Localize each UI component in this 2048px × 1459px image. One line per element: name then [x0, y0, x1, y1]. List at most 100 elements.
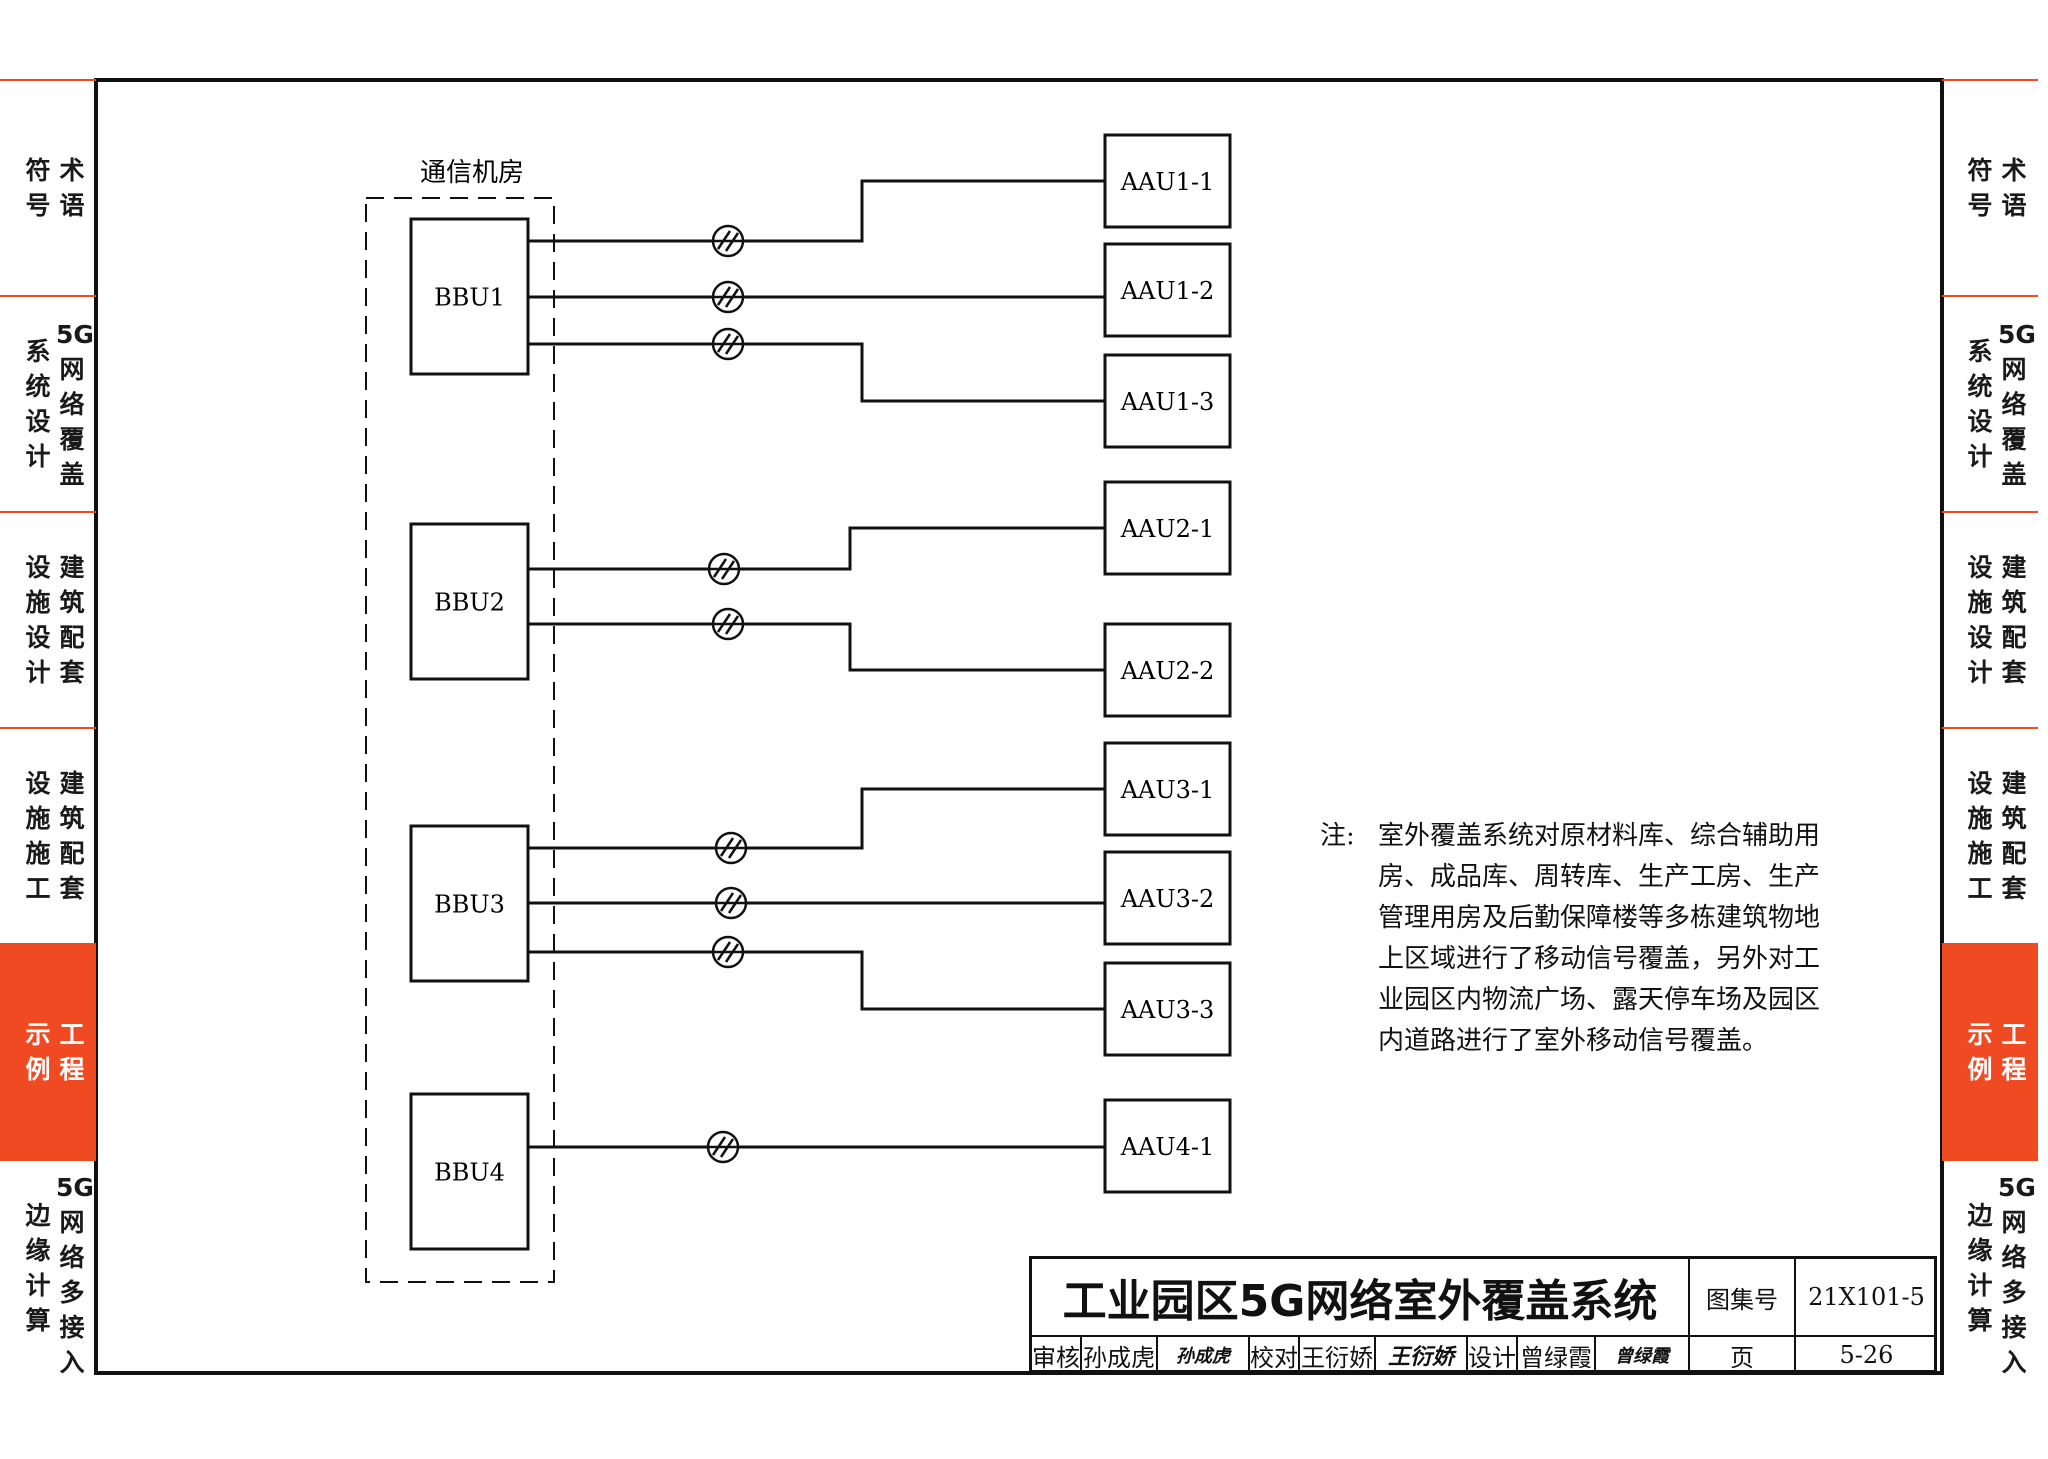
note-line: 房、成品库、周转库、生产工房、生产 — [1378, 862, 1821, 892]
tab-label-char: 接 — [2001, 1313, 2027, 1342]
tab-label-char: 缘 — [25, 1236, 51, 1265]
tab-label-char: 筑 — [59, 804, 85, 833]
aau-label: AAU3-1 — [1120, 776, 1215, 804]
tab-label-char: 建 — [59, 553, 85, 582]
fiber-symbol-icon — [707, 552, 741, 586]
tab-label-char: 例 — [1967, 1055, 1993, 1084]
tab-label-char: 覆 — [59, 424, 85, 454]
tab-separator — [1942, 295, 2038, 297]
tab-label-char: 设 — [1967, 407, 1993, 436]
fiber-link — [528, 622, 1105, 672]
aau-box — [1103, 480, 1232, 576]
aau-box — [1103, 242, 1232, 338]
tab-label-column: 边缘计算 — [1964, 1198, 1996, 1338]
side-tab-terms[interactable]: 符号术语 — [1942, 79, 2038, 296]
tab-label-column: 边缘计算 — [22, 1198, 54, 1338]
tab-label-char: 筑 — [59, 588, 85, 617]
tab-label-char: 程 — [59, 1055, 85, 1084]
fiber-symbol-icon — [711, 224, 745, 258]
tab-label-char: 盖 — [2001, 459, 2027, 489]
title-block: 工业园区5G网络室外覆盖系统 图集号 21X101-5 审核 孙成虎 孙成虎 校… — [1029, 1256, 1937, 1373]
tab-label-column: 设施设计 — [1964, 550, 1996, 690]
tab-label-column: 示例 — [1964, 1017, 1996, 1087]
aau-label: AAU3-2 — [1120, 885, 1215, 913]
tab-label-char: 工 — [2001, 1020, 2027, 1049]
tab-label-char: 5G — [56, 1173, 94, 1202]
aau-label: AAU1-1 — [1120, 168, 1215, 196]
aau-box — [1103, 1098, 1232, 1194]
tab-label-char: 建 — [59, 769, 85, 798]
side-tab-building-construction[interactable]: 设施施工建筑配套 — [0, 727, 96, 944]
side-tab-examples[interactable]: 示例工程 — [0, 943, 96, 1160]
tab-label-char: 多 — [59, 1278, 85, 1307]
tab-label-column: 设施设计 — [22, 550, 54, 690]
tab-label-char: 边 — [25, 1201, 51, 1230]
tab-label-char: 建 — [2001, 769, 2027, 798]
tab-label-char: 套 — [2001, 874, 2027, 903]
bbu-box — [409, 522, 530, 681]
tab-label-char: 算 — [25, 1306, 51, 1335]
tab-label-char: 算 — [1967, 1306, 1993, 1335]
aau-box — [1103, 741, 1232, 837]
tab-label-char: 边 — [1967, 1201, 1993, 1230]
side-tab-building-construction[interactable]: 设施施工建筑配套 — [1942, 727, 2038, 944]
aau-label: AAU3-3 — [1120, 996, 1215, 1024]
reviewer-name: 孙成虎 — [1082, 1337, 1158, 1373]
tab-label-char: 配 — [59, 623, 85, 652]
side-tab-examples[interactable]: 示例工程 — [1942, 943, 2038, 1160]
tab-label-char: 接 — [59, 1313, 85, 1342]
equipment-room-boundary — [365, 197, 555, 1283]
bbu-label: BBU4 — [434, 1159, 505, 1187]
tab-label-column: 术语 — [56, 153, 88, 223]
note: 注: 室外覆盖系统对原材料库、综合辅助用 房、成品库、周转库、生产工房、生产 管… — [1320, 816, 1850, 1062]
tab-label-char: 覆 — [2001, 424, 2027, 454]
atlas-number: 21X101-5 — [1796, 1259, 1937, 1337]
tab-label-column: 设施施工 — [1964, 766, 1996, 906]
tab-label-char: 施 — [25, 839, 51, 868]
aau-label: AAU1-2 — [1120, 277, 1215, 305]
tab-label-column: 系统设计 — [1964, 334, 1996, 474]
page-label: 页 — [1690, 1337, 1796, 1373]
checker-name: 王衍娇 — [1300, 1337, 1376, 1373]
tab-label-char: 计 — [25, 442, 51, 471]
tab-label-char: 盖 — [59, 459, 85, 489]
side-tab-terms[interactable]: 符号术语 — [0, 79, 96, 296]
tab-separator — [1942, 943, 2038, 945]
tab-label-char: 套 — [59, 874, 85, 903]
aau-box — [1103, 622, 1232, 718]
tab-label-char: 号 — [25, 191, 51, 220]
bbu-label: BBU2 — [434, 589, 505, 617]
tab-label-char: 语 — [59, 191, 85, 220]
tab-label-char: 符 — [1967, 156, 1993, 185]
tab-label-char: 络 — [59, 1243, 85, 1272]
note-prefix: 注: — [1320, 821, 1355, 851]
tab-label-char: 计 — [1967, 1271, 1993, 1300]
aau-label: AAU1-3 — [1120, 388, 1215, 416]
tab-label-column: 建筑配套 — [56, 550, 88, 690]
designer-name: 曾绿霞 — [1518, 1337, 1596, 1373]
side-tab-building-design[interactable]: 设施设计建筑配套 — [1942, 511, 2038, 728]
tab-label-char: 网 — [59, 354, 85, 384]
fiber-link — [528, 179, 1105, 243]
fiber-symbol-icon — [711, 935, 745, 969]
aau-label: AAU2-1 — [1120, 515, 1215, 543]
tab-label-char: 设 — [1967, 769, 1993, 798]
bbu-box — [409, 824, 530, 983]
tab-label-char: 络 — [2001, 389, 2027, 419]
tab-label-column: 工程 — [1998, 1017, 2030, 1087]
tab-label-char: 网 — [59, 1208, 85, 1237]
aau-box — [1103, 133, 1232, 229]
tab-label-char: 施 — [1967, 588, 1993, 617]
reviewer-signature: 孙成虎 — [1158, 1337, 1250, 1373]
tab-separator — [0, 511, 96, 513]
fiber-symbol-icon — [711, 607, 745, 641]
side-tab-building-design[interactable]: 设施设计建筑配套 — [0, 511, 96, 728]
tab-label-char: 程 — [2001, 1055, 2027, 1084]
